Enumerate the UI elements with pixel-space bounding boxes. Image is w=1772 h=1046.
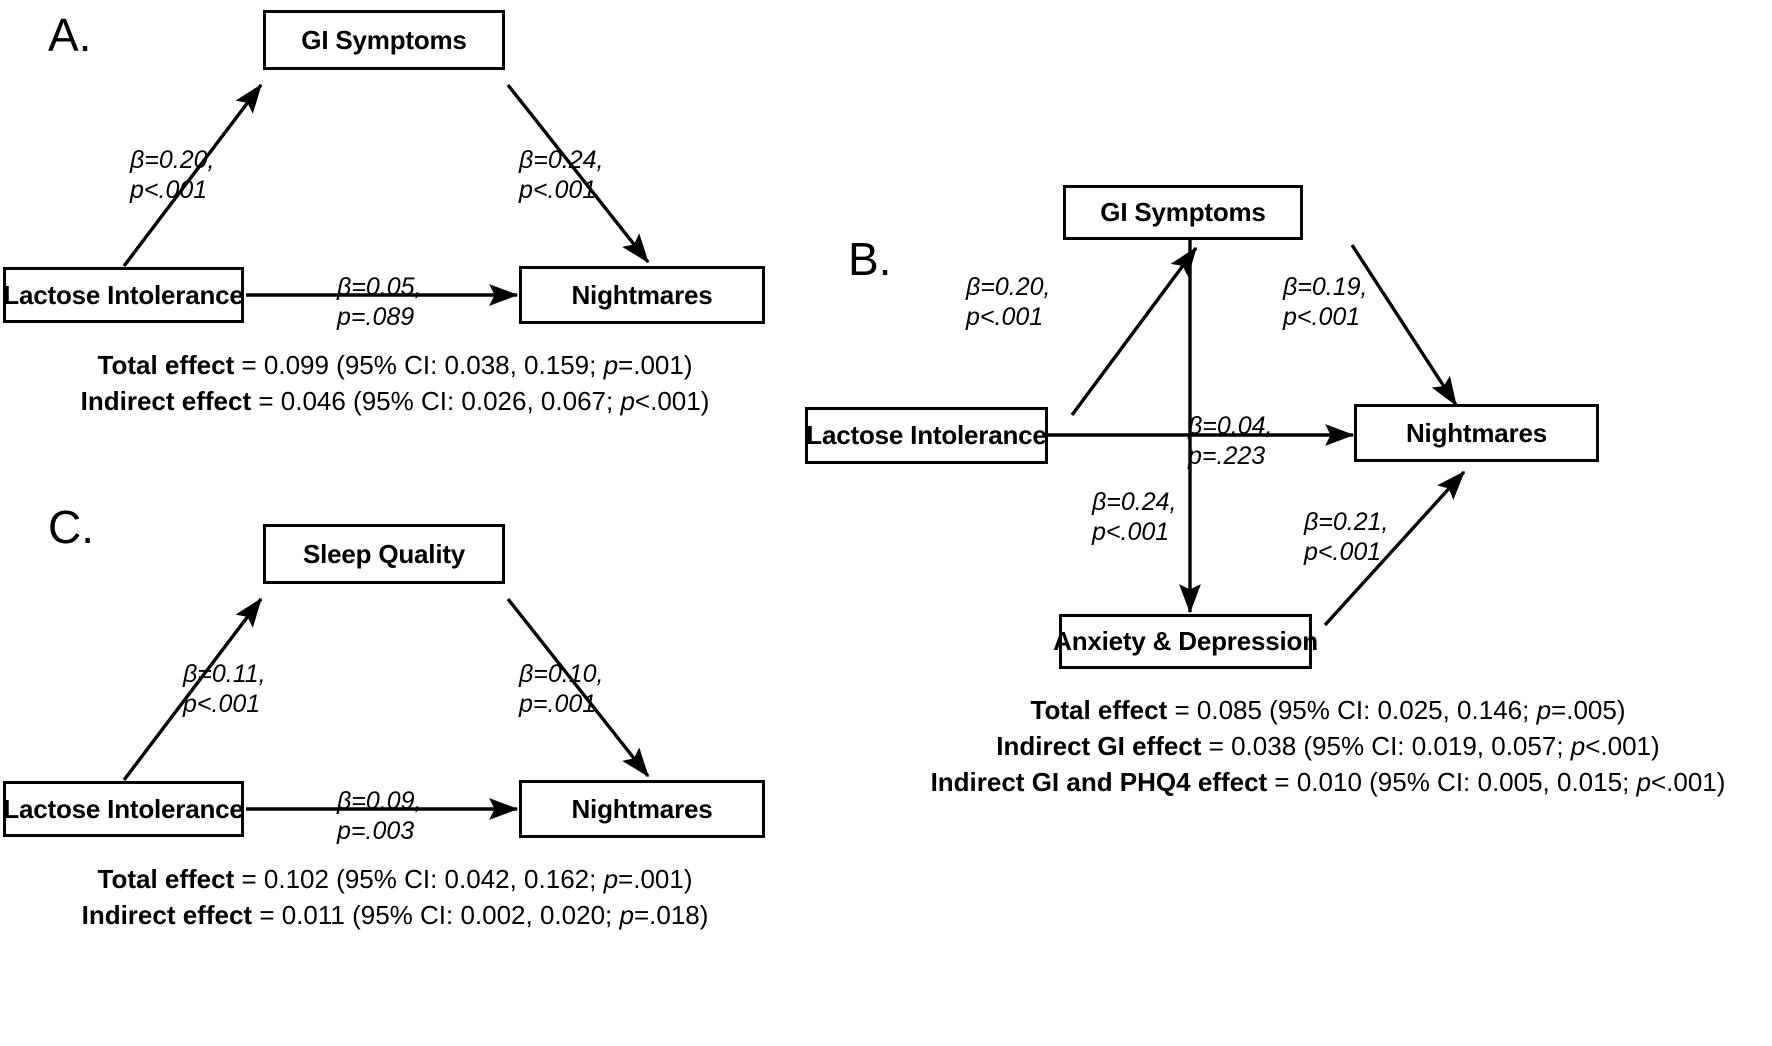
caption-line-total: Total effect = 0.085 (95% CI: 0.025, 0.1… [884, 693, 1772, 729]
beta-value: β=0.11, [183, 660, 266, 688]
panel-a-node-outcome: Nightmares [519, 266, 765, 324]
caption-p-rest: =.001) [618, 864, 693, 894]
p-value: p<.001 [183, 689, 261, 718]
caption-line-indirect-gi: Indirect GI effect = 0.038 (95% CI: 0.01… [884, 729, 1772, 765]
caption-p: p [620, 385, 635, 416]
caption-line-indirect: Indirect effect = 0.011 (95% CI: 0.002, … [0, 898, 790, 934]
caption-label: Indirect GI effect [996, 730, 1202, 761]
caption-p-rest: <.001) [634, 385, 710, 416]
panel-b-node-outcome: Nightmares [1354, 404, 1599, 462]
panel-b-label-phq4-to-outcome: β=0.21, p<.001 [1304, 508, 1389, 567]
beta-value: β=0.20, [966, 273, 1051, 301]
beta-value: β=0.20, [130, 146, 215, 174]
caption-p-rest: <.001) [1585, 730, 1660, 761]
caption-rest: = 0.038 (95% CI: 0.019, 0.057; [1201, 730, 1571, 761]
panel-b-label-gi-to-phq4: β=0.24, p<.001 [1092, 488, 1177, 547]
caption-rest: = 0.102 (95% CI: 0.042, 0.162; [234, 864, 604, 894]
caption-label: Indirect effect [81, 899, 253, 930]
panel-b-label-direct: β=0.04, p=.223 [1188, 412, 1273, 471]
caption-line-indirect-gi-phq4: Indirect GI and PHQ4 effect = 0.010 (95%… [884, 765, 1772, 801]
caption-p: p [619, 899, 634, 930]
beta-value: β=0.24, [1092, 488, 1177, 516]
caption-p-rest: <.001) [1650, 766, 1726, 797]
caption-p: p [1570, 730, 1586, 761]
caption-line-total: Total effect = 0.102 (95% CI: 0.042, 0.1… [0, 862, 790, 898]
caption-p: p [1636, 766, 1651, 797]
panel-c-node-mediator: Sleep Quality [263, 524, 505, 584]
panel-c-label-predictor-to-mediator: β=0.11, p<.001 [183, 660, 266, 719]
panel-a-label-predictor-to-mediator: β=0.20, p<.001 [130, 146, 215, 205]
caption-rest: = 0.046 (95% CI: 0.026, 0.067; [251, 385, 621, 416]
p-value: p=.001 [519, 689, 597, 718]
caption-line-total: Total effect = 0.099 (95% CI: 0.038, 0.1… [0, 348, 790, 384]
p-value: p=.003 [337, 816, 415, 845]
edge-b-gi-to-outcome [1350, 244, 1458, 407]
p-value: p<.001 [519, 175, 597, 204]
panel-b-label: B. [848, 233, 892, 285]
caption-p-rest: =.001) [618, 350, 693, 380]
beta-value: β=0.04, [1188, 412, 1273, 440]
caption-line-indirect: Indirect effect = 0.046 (95% CI: 0.026, … [0, 384, 790, 420]
panel-c-label-direct: β=0.09, p=.003 [337, 787, 422, 846]
beta-value: β=0.21, [1304, 508, 1389, 536]
caption-p-rest: =.005) [1551, 695, 1626, 725]
beta-value: β=0.09, [337, 787, 422, 815]
beta-value: β=0.10, [519, 660, 604, 688]
caption-rest: = 0.085 (95% CI: 0.025, 0.146; [1167, 695, 1537, 725]
beta-value: β=0.19, [1283, 273, 1368, 301]
caption-p: p [603, 350, 619, 380]
panel-c-label: C. [48, 501, 94, 553]
panel-c-node-outcome: Nightmares [519, 780, 765, 838]
caption-rest: = 0.099 (95% CI: 0.038, 0.159; [234, 350, 604, 380]
caption-label: Total effect [97, 350, 235, 380]
panel-a-label-direct: β=0.05, p=.089 [337, 273, 422, 332]
panel-a-node-predictor: Lactose Intolerance [3, 267, 244, 323]
caption-p-rest: =.018) [633, 899, 709, 930]
panel-b-caption: Total effect = 0.085 (95% CI: 0.025, 0.1… [884, 693, 1772, 801]
panel-a-label: A. [48, 9, 92, 61]
beta-value: β=0.05, [337, 273, 422, 301]
caption-p: p [1536, 695, 1552, 725]
p-value: p<.001 [1304, 537, 1382, 566]
panel-a-caption: Total effect = 0.099 (95% CI: 0.038, 0.1… [0, 348, 790, 420]
panel-a-node-mediator: GI Symptoms [263, 10, 505, 70]
caption-label: Indirect effect [80, 385, 252, 416]
caption-label: Total effect [1030, 695, 1168, 725]
panel-a-label-mediator-to-outcome: β=0.24, p<.001 [519, 146, 604, 205]
caption-label: Indirect GI and PHQ4 effect [930, 766, 1268, 797]
caption-label: Total effect [97, 864, 235, 894]
p-value: p<.001 [130, 175, 208, 204]
panel-b-label-gi-to-outcome: β=0.19, p<.001 [1283, 273, 1368, 332]
caption-rest: = 0.010 (95% CI: 0.005, 0.015; [1267, 766, 1637, 797]
panel-b-label-predictor-to-gi: β=0.20, p<.001 [966, 273, 1051, 332]
panel-c-node-predictor: Lactose Intolerance [3, 781, 244, 837]
panel-b-node-predictor: Lactose Intolerance [805, 407, 1048, 464]
beta-value: β=0.24, [519, 146, 604, 174]
panel-b-node-mediator2: Anxiety & Depression [1053, 614, 1318, 669]
panel-b-node-mediator1: GI Symptoms [1063, 185, 1303, 240]
p-value: p=.089 [337, 302, 415, 331]
panel-c-caption: Total effect = 0.102 (95% CI: 0.042, 0.1… [0, 862, 790, 934]
panel-c-label-mediator-to-outcome: β=0.10, p=.001 [519, 660, 604, 719]
caption-rest: = 0.011 (95% CI: 0.002, 0.020; [252, 899, 620, 930]
caption-p: p [603, 864, 619, 894]
edge-b-predictor-to-gi [1070, 246, 1198, 417]
p-value: p<.001 [1283, 302, 1361, 331]
p-value: p=.223 [1188, 441, 1266, 470]
p-value: p<.001 [1092, 517, 1170, 546]
p-value: p<.001 [966, 302, 1044, 331]
